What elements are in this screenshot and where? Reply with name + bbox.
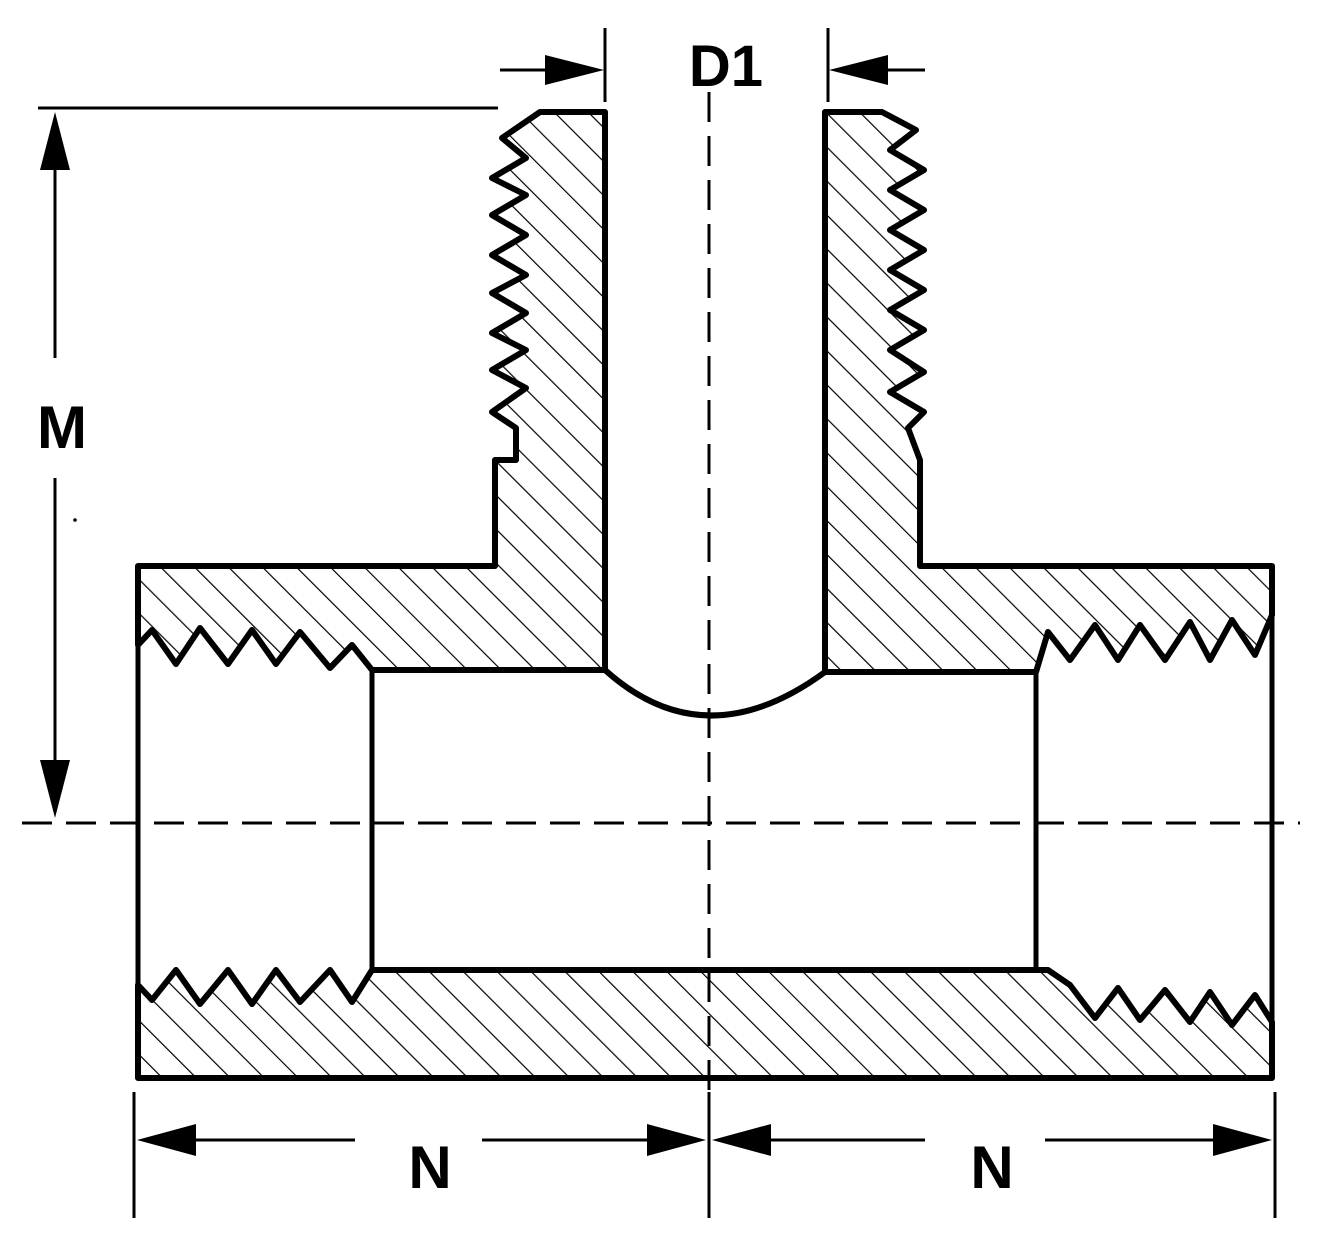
dimension-m <box>38 106 498 818</box>
label-n-left: N <box>408 1134 451 1201</box>
branch-bore-outline <box>602 667 827 719</box>
label-d1: D1 <box>689 34 763 99</box>
dimension-n-left <box>132 1092 706 1218</box>
dimension-n-right <box>707 1092 1277 1218</box>
hatched-section-top-branch-left <box>135 109 608 673</box>
label-n-right: N <box>970 1134 1013 1201</box>
run-bore-outline <box>135 615 1275 1022</box>
hatched-section-bottom-wall <box>135 967 1275 1081</box>
dimension-d1 <box>500 28 925 102</box>
hatched-section-top-branch-right <box>822 109 1275 675</box>
stray-dot <box>73 518 77 522</box>
label-m: M <box>37 394 87 461</box>
